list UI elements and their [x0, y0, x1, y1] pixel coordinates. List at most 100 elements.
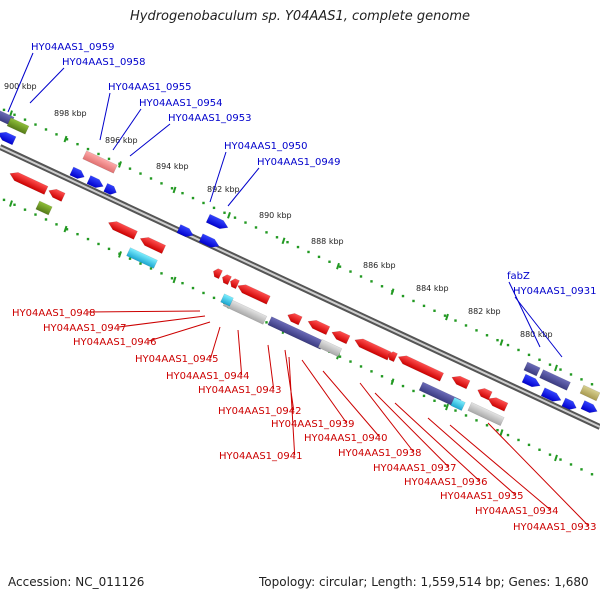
- tick-dot: [139, 172, 142, 175]
- gene-feature: [126, 247, 158, 269]
- gene-feature: [561, 397, 577, 410]
- leader-line: [87, 310, 201, 313]
- gene-feature: [35, 200, 53, 216]
- tick-dot: [97, 152, 100, 156]
- tick-dot: [202, 201, 205, 205]
- kbp-label: 880 kbp: [520, 330, 553, 339]
- gene-feature: [388, 351, 398, 363]
- tick-dot: [76, 142, 79, 146]
- tick-dot: [517, 348, 520, 352]
- forward-gene-label: HY04AAS1_0958: [62, 57, 145, 68]
- gene-feature: [6, 117, 30, 135]
- leader-line: [237, 329, 243, 376]
- tick-dot: [475, 329, 478, 332]
- tick-dot: [412, 389, 415, 393]
- tick-dot: [65, 228, 69, 231]
- tick-dot: [538, 358, 541, 361]
- tick-dot: [191, 286, 195, 290]
- leader-line: [301, 359, 348, 424]
- tick-dot: [464, 324, 468, 327]
- gene-feature: [237, 284, 271, 305]
- tick-dot: [223, 211, 226, 214]
- leader-line: [288, 356, 296, 456]
- tick-dot: [433, 309, 436, 312]
- major-tick: [445, 403, 449, 411]
- tick-dot: [380, 285, 384, 288]
- leader-line: [29, 67, 65, 104]
- tick-dot: [527, 443, 531, 447]
- major-tick: [499, 339, 504, 346]
- kbp-label: 888 kbp: [311, 237, 344, 246]
- major-tick: [554, 454, 558, 462]
- gene-feature: [354, 338, 392, 361]
- gene-feature: [521, 373, 541, 388]
- major-tick: [336, 262, 340, 270]
- tick-dot: [181, 281, 184, 285]
- tick-dot: [506, 433, 510, 437]
- gene-feature: [477, 388, 493, 401]
- leader-line: [322, 370, 381, 438]
- gene-feature: [307, 319, 331, 336]
- tick-dot: [149, 177, 153, 180]
- tick-dot: [160, 182, 163, 185]
- gene-feature: [287, 313, 303, 326]
- reverse-gene-label: HY04AAS1_0936: [404, 477, 487, 488]
- tick-dot: [338, 355, 342, 358]
- gene-feature: [205, 213, 229, 230]
- map-title: Hydrogenobaculum sp. Y04AAS1, complete g…: [129, 9, 471, 24]
- kbp-label: 892 kbp: [207, 185, 240, 194]
- major-tick: [554, 364, 558, 372]
- reverse-gene-label: HY04AAS1_0938: [338, 448, 421, 459]
- tick-dot: [370, 280, 373, 283]
- tick-dot: [128, 257, 132, 260]
- tick-dot: [254, 226, 258, 229]
- tick-dot: [475, 419, 478, 422]
- tick-dot: [23, 118, 27, 121]
- leader-line: [374, 392, 450, 468]
- kbp-label: 898 kbp: [54, 109, 87, 118]
- tick-dot: [422, 304, 426, 308]
- tick-dot: [160, 272, 163, 275]
- major-tick: [63, 135, 68, 143]
- forward-gene-labels: HY04AAS1_0959HY04AAS1_0958HY04AAS1_0955H…: [7, 42, 596, 358]
- tick-dot: [317, 255, 321, 259]
- leader-line: [284, 349, 295, 411]
- tick-dot: [149, 267, 153, 270]
- forward-gene-label: HY04AAS1_0954: [139, 98, 222, 109]
- tick-dot: [401, 384, 405, 388]
- tick-dot: [517, 438, 520, 442]
- genome-summary: Topology: circular; Length: 1,559,514 bp…: [259, 575, 589, 589]
- leader-line: [449, 424, 551, 511]
- tick-dot: [464, 414, 468, 417]
- major-tick: [172, 186, 177, 194]
- leader-line: [209, 151, 227, 203]
- leader-line: [427, 417, 516, 496]
- major-tick: [118, 251, 122, 258]
- gene-feature: [107, 221, 138, 240]
- gene-feature: [48, 188, 66, 202]
- tick-dot: [559, 368, 562, 371]
- gene-feature: [222, 274, 232, 286]
- reverse-gene-label: HY04AAS1_0933: [513, 522, 596, 533]
- gene-feature: [580, 400, 598, 414]
- tick-dot: [349, 270, 352, 273]
- gene-feature: [9, 172, 49, 195]
- gene-feature: [103, 183, 117, 195]
- kbp-label: 886 kbp: [363, 261, 396, 270]
- leader-line: [129, 123, 171, 157]
- reverse-gene-label: HY04AAS1_0934: [475, 506, 558, 517]
- leader-line: [99, 92, 111, 141]
- reverse-gene-label: HY04AAS1_0937: [373, 463, 456, 474]
- tick-dot: [349, 360, 352, 363]
- gene-feature: [198, 233, 220, 248]
- tick-dot: [86, 147, 90, 151]
- tick-dot: [275, 236, 279, 239]
- tick-dot: [569, 373, 573, 376]
- leader-line: [227, 167, 260, 207]
- tick-dot: [590, 383, 594, 386]
- kbp-label: 882 kbp: [468, 307, 501, 316]
- tick-dot: [370, 370, 373, 373]
- tick-dot: [76, 232, 79, 236]
